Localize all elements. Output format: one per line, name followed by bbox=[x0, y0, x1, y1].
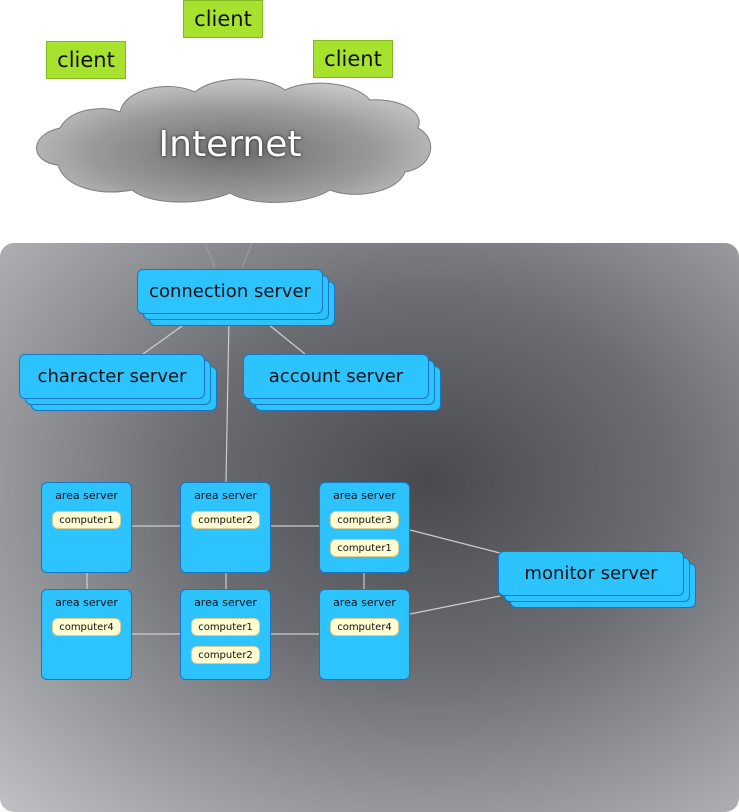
area-server-2: area server computer2 bbox=[180, 482, 271, 573]
area-server-label: area server bbox=[194, 596, 257, 609]
area-server-4: area server computer4 bbox=[41, 589, 132, 680]
area-server-label: area server bbox=[55, 489, 118, 502]
area-server-6: area server computer4 bbox=[319, 589, 410, 680]
area-server-1: area server computer1 bbox=[41, 482, 132, 573]
area-server-5: area server computer1 computer2 bbox=[180, 589, 271, 680]
client-node-3: client bbox=[313, 40, 393, 78]
account-server: account server bbox=[243, 354, 429, 399]
computer-chip: computer1 bbox=[330, 539, 399, 557]
monitor-server: monitor server bbox=[498, 551, 684, 596]
client-node-2: client bbox=[46, 41, 126, 79]
computer-chip: computer3 bbox=[330, 511, 399, 529]
computer-chip: computer1 bbox=[52, 511, 121, 529]
character-server: character server bbox=[19, 354, 205, 399]
area-server-label: area server bbox=[333, 489, 396, 502]
client-node-1: client bbox=[183, 0, 263, 38]
computer-chip: computer2 bbox=[191, 511, 260, 529]
internet-label: Internet bbox=[158, 124, 302, 165]
area-server-3: area server computer3 computer1 bbox=[319, 482, 410, 573]
computer-chip: computer4 bbox=[52, 618, 121, 636]
computer-chip: computer1 bbox=[191, 618, 260, 636]
internet-cloud bbox=[36, 78, 432, 203]
area-server-label: area server bbox=[333, 596, 396, 609]
connection-server: connection server bbox=[137, 269, 323, 314]
area-server-label: area server bbox=[55, 596, 118, 609]
area-server-label: area server bbox=[194, 489, 257, 502]
computer-chip: computer2 bbox=[191, 646, 260, 664]
computer-chip: computer4 bbox=[330, 618, 399, 636]
